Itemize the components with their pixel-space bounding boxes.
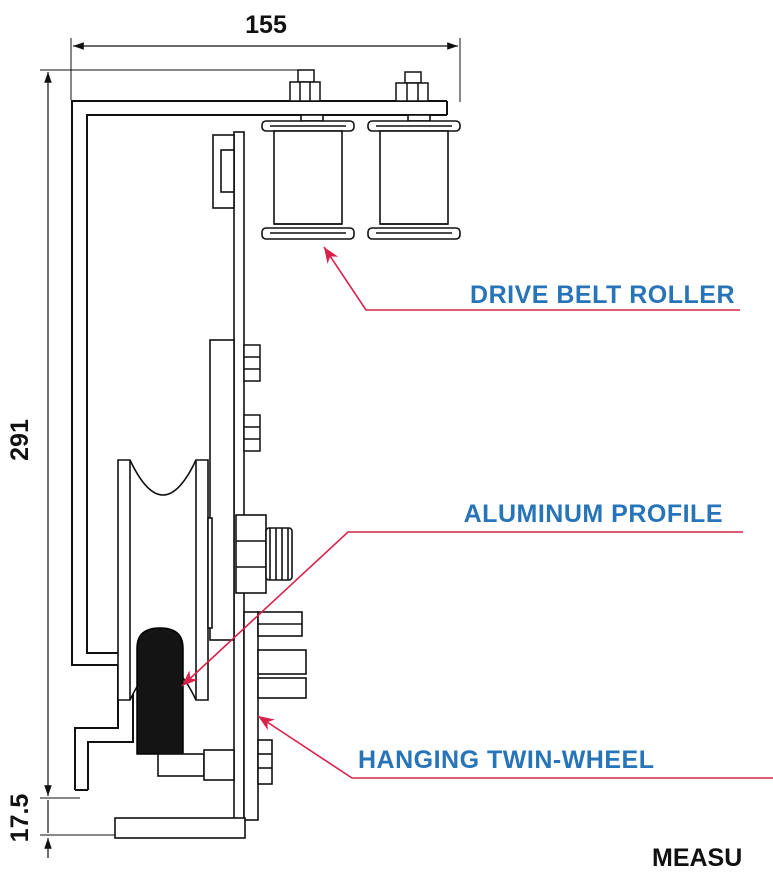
lower-bracket [114,611,307,839]
leader-line-roller [323,246,740,311]
callout-label-profile: ALUMINUM PROFILE [464,500,723,528]
dimension-height: 291 [6,69,300,799]
drive-belt-roller-left [261,114,355,240]
dimension-offset-label: 17.5 [6,794,34,843]
callout-aluminum-profile: ALUMINUM PROFILE [181,500,743,687]
leader-line-wheel [257,715,773,779]
dimension-width: 155 [70,11,461,102]
footer-text: MEASU [652,844,742,872]
plate-bolt-upper [243,344,261,382]
leader-line-profile [181,531,743,687]
callout-hanging-twin-wheel: HANGING TWIN-WHEEL [257,715,773,779]
top-bolt-left [289,69,321,102]
dimension-offset: 17.5 [6,794,115,858]
drive-belt-roller-right [367,114,461,240]
aluminum-profile [136,627,184,755]
axle-nut [235,514,293,594]
mounting-plate [209,131,245,821]
top-bolt-right [395,71,429,102]
callout-label-roller: DRIVE BELT ROLLER [470,281,735,309]
callout-label-wheel: HANGING TWIN-WHEEL [358,746,654,774]
callout-drive-belt-roller: DRIVE BELT ROLLER [323,246,740,311]
dimension-width-label: 155 [245,11,287,39]
dimension-height-label: 291 [6,419,34,461]
plate-bolt-middle [243,414,261,452]
